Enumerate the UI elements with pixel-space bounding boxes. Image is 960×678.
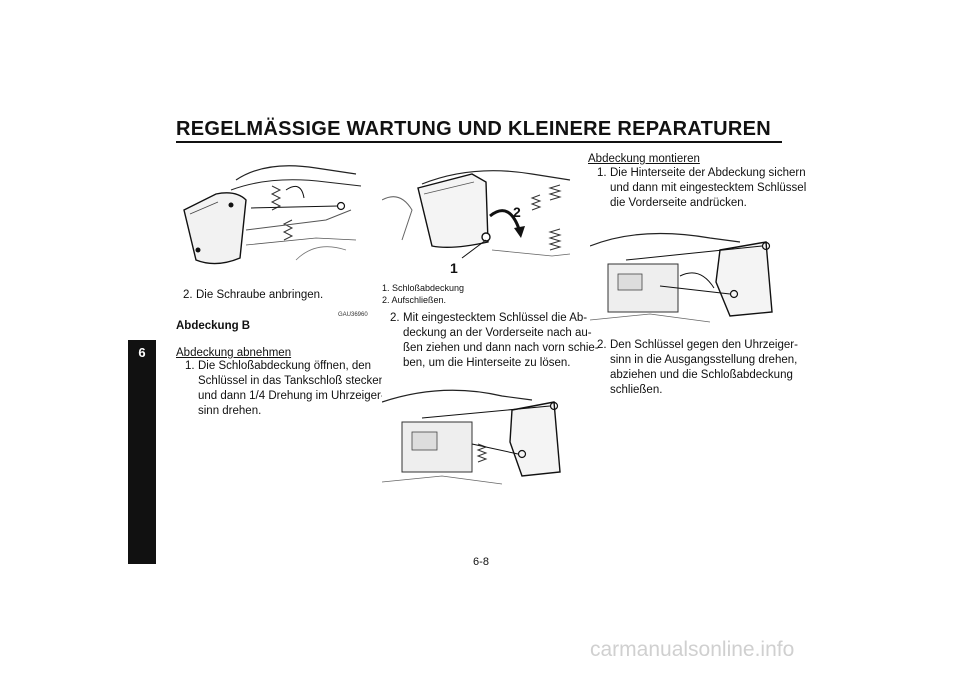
step-number: 2. [597, 339, 607, 351]
figure-lock-cover: 1 2 [382, 160, 572, 280]
step-text: Die Schraube anbringen. [196, 289, 324, 301]
chapter-number: 6 [138, 345, 146, 360]
callout-2: 2 [513, 204, 521, 220]
step-line: Schlüssel in das Tankschloß stecken [198, 375, 386, 387]
reference-code: GAU36960 [338, 312, 368, 318]
caption-1: 1. Schloßabdeckung [382, 283, 465, 293]
step-line: Die Hinterseite der Abdeckung sichern [610, 167, 806, 179]
figure-cover-slide [382, 372, 572, 490]
step-line: und dann 1/4 Drehung im Uhrzeiger- [198, 390, 385, 402]
step-line: deckung an der Vorderseite nach au- [403, 327, 592, 339]
figure-cover-screw [176, 150, 366, 280]
step-line: ben, um die Hinterseite zu lösen. [403, 357, 571, 369]
step-line: und dann mit eingestecktem Schlüssel [610, 182, 807, 194]
step-line: die Vorderseite andrücken. [610, 197, 747, 209]
step-line: sinn in die Ausgangsstellung drehen, [610, 354, 798, 366]
step-line: abziehen und die Schloßabdeckung [610, 369, 793, 381]
caption-2: 2. Aufschließen. [382, 295, 447, 305]
step-number: 2. [183, 289, 193, 301]
step-number: 1. [597, 167, 607, 179]
step-line: sinn drehen. [198, 405, 262, 417]
step-line: ßen ziehen und dann nach vorn schie- [403, 342, 599, 354]
page-title: REGELMÄSSIGE WARTUNG UND KLEINERE REPARA… [176, 118, 772, 140]
page-number: 6-8 [473, 556, 489, 568]
figure-cover-install [590, 216, 780, 328]
watermark-link[interactable]: carmanualsonline.info [590, 638, 795, 661]
step-line: schließen. [610, 384, 663, 396]
subheading-install: Abdeckung montieren [588, 153, 700, 165]
step-line: Die Schloßabdeckung öffnen, den [198, 360, 372, 372]
callout-1: 1 [450, 260, 458, 276]
step-number: 1. [185, 360, 195, 372]
section-heading: Abdeckung B [176, 320, 251, 332]
step-line: Mit eingestecktem Schlüssel die Ab- [403, 312, 588, 324]
title-rule [176, 141, 782, 143]
step-number: 2. [390, 312, 400, 324]
chapter-tab [128, 340, 156, 564]
step-line: Den Schlüssel gegen den Uhrzeiger- [610, 339, 798, 351]
subheading-remove: Abdeckung abnehmen [176, 347, 292, 359]
